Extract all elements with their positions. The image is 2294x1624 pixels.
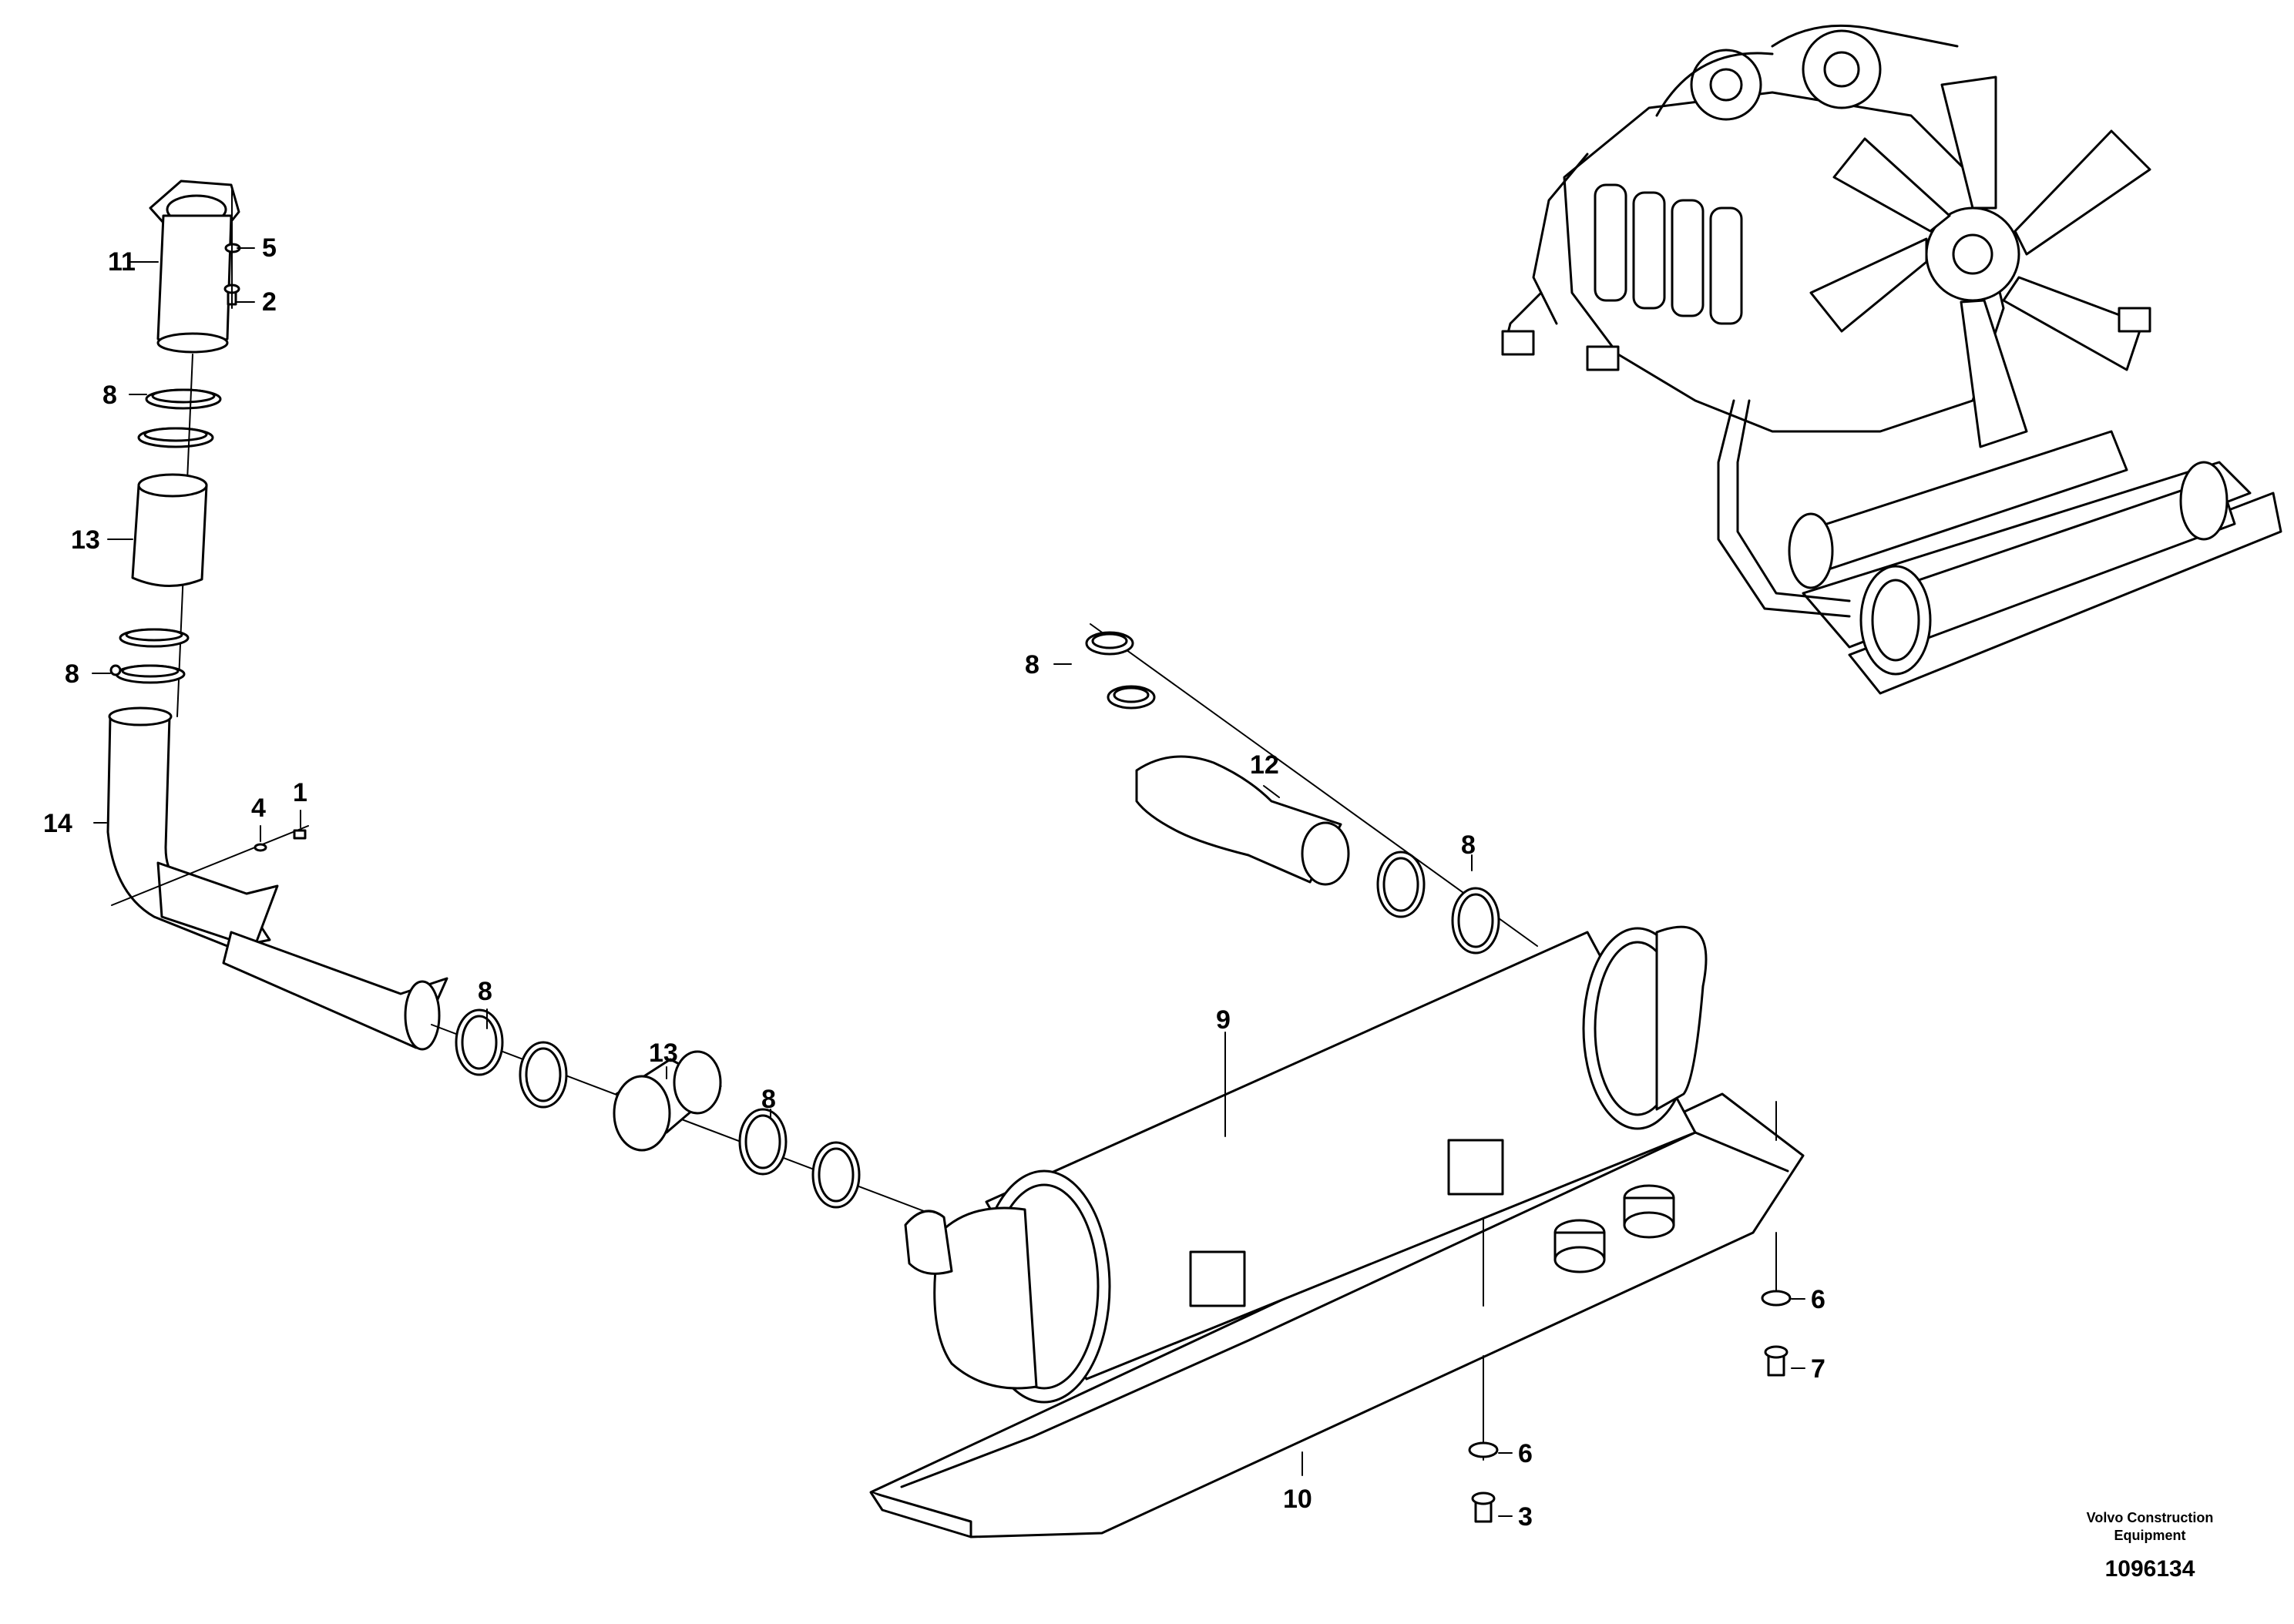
document-number: 1096134 <box>2105 1556 2195 1582</box>
part-13-hose-upper <box>131 473 208 587</box>
part-6-washer-1 <box>1468 1441 1499 1458</box>
callout-5: 5 <box>262 233 277 263</box>
callout-13-a: 13 <box>71 525 100 555</box>
callout-8-a: 8 <box>102 381 117 410</box>
callout-7: 7 <box>1811 1354 1825 1384</box>
callout-6-b: 6 <box>1811 1285 1825 1314</box>
callout-8-c: 8 <box>478 977 492 1006</box>
engine-overview-illustration <box>1501 24 2282 695</box>
callout-6-a: 6 <box>1518 1439 1533 1468</box>
part-13-hose-lower <box>613 1050 722 1152</box>
callout-14: 14 <box>43 809 72 838</box>
part-9-cooler <box>904 925 1708 1404</box>
callout-12: 12 <box>1250 750 1279 780</box>
part-3-screw <box>1471 1491 1496 1523</box>
part-11-flange-tube <box>149 180 240 354</box>
part-8-clamp-mid-2 <box>109 664 186 684</box>
callout-1: 1 <box>293 778 307 807</box>
callout-8-e: 8 <box>1025 650 1040 679</box>
callout-10: 10 <box>1283 1485 1312 1514</box>
part-8-clamp-lower-3 <box>738 1108 788 1176</box>
part-14-bent-pipe <box>106 706 448 1051</box>
callout-11: 11 <box>108 247 136 277</box>
part-4-washer <box>254 843 267 852</box>
part-8-clamp-mid-1 <box>119 628 190 648</box>
part-7-screw <box>1764 1345 1789 1377</box>
part-1-screw <box>293 829 307 840</box>
part-8-clamp-lower-4 <box>811 1141 861 1209</box>
callout-9: 9 <box>1216 1005 1231 1035</box>
callout-8-d: 8 <box>761 1085 776 1114</box>
callout-8-f: 8 <box>1461 830 1476 860</box>
callout-3: 3 <box>1518 1502 1533 1532</box>
part-8-clamp-right-1 <box>1376 851 1426 918</box>
callout-4: 4 <box>251 794 266 823</box>
part-6-washer-2 <box>1761 1290 1792 1307</box>
callout-2: 2 <box>262 287 277 317</box>
part-8-clamp-upper-1 <box>145 388 222 410</box>
callout-13-b: 13 <box>649 1038 678 1068</box>
part-8-clamp-lower-1 <box>455 1008 504 1076</box>
part-8-clamp-top-1 <box>1085 631 1134 656</box>
brand-line-2: Equipment <box>2114 1528 2186 1543</box>
brand-line-1: Volvo Construction <box>2087 1510 2214 1525</box>
part-8-clamp-right-2 <box>1451 887 1500 955</box>
part-8-clamp-upper-2 <box>137 427 214 448</box>
callout-leaders <box>92 247 1805 1517</box>
part-10-frame <box>869 1092 1805 1538</box>
part-12-hose <box>1135 755 1350 886</box>
part-8-clamp-lower-2 <box>519 1041 568 1109</box>
callout-8-b: 8 <box>65 659 79 689</box>
part-8-clamp-top-2 <box>1107 685 1156 710</box>
